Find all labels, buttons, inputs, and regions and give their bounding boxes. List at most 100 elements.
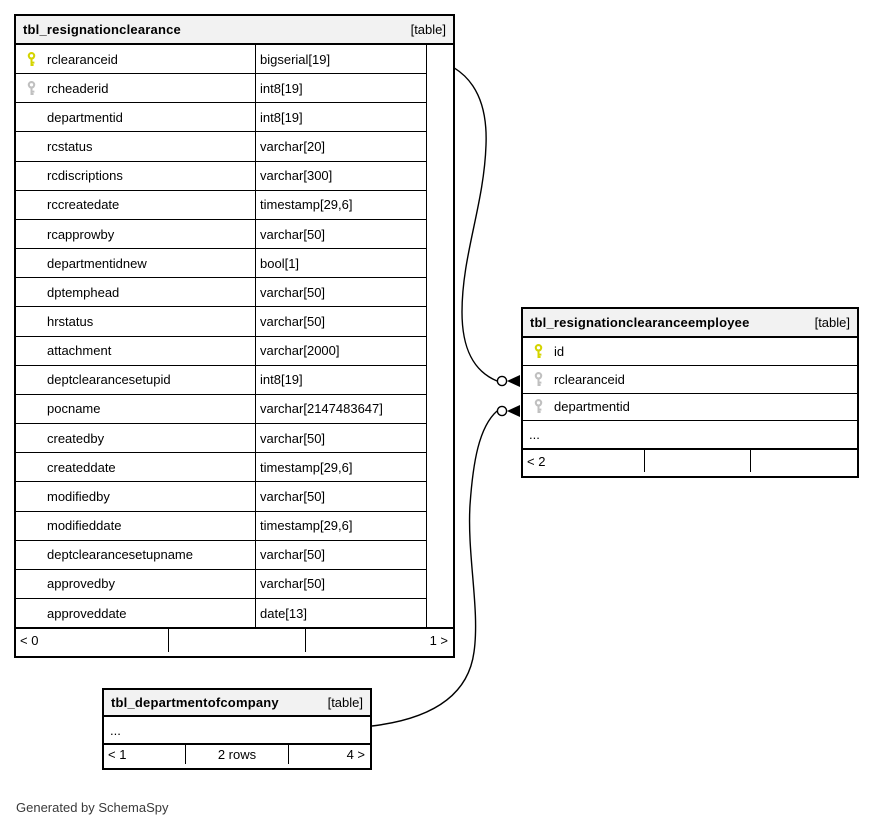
- column-name: createdby: [47, 430, 105, 446]
- column-name-cell: rclearanceid: [16, 45, 255, 73]
- table-name: tbl_departmentofcompany: [111, 695, 279, 710]
- column-name: rccreatedate: [47, 197, 120, 213]
- table-row: modifiedby varchar[50]: [16, 482, 426, 512]
- column-name: approveddate: [47, 605, 127, 621]
- edge-anchor-column: [426, 45, 453, 627]
- column-type: date[13]: [255, 598, 426, 628]
- footer-parents: < 0: [16, 629, 169, 652]
- column-name-cell: ...: [523, 421, 857, 448]
- column-name: deptclearancesetupid: [47, 372, 171, 388]
- table-row: rccreatedate timestamp[29,6]: [16, 190, 426, 220]
- column-name: rcheaderid: [47, 80, 109, 96]
- column-name-cell: rclearanceid: [523, 366, 857, 393]
- footer-rows: [169, 629, 306, 652]
- column-name-cell: departmentid: [16, 103, 255, 131]
- column-type: int8[19]: [255, 74, 426, 103]
- foreign-key-icon: [534, 371, 543, 386]
- column-type: varchar[2147483647]: [255, 394, 426, 424]
- column-name: rcapprowby: [47, 226, 115, 242]
- column-name-cell: approvedby: [16, 570, 255, 598]
- column-name-cell: rccreatedate: [16, 191, 255, 219]
- footer-rows: [645, 450, 751, 472]
- table-footer: < 1 2 rows 4 >: [104, 743, 370, 764]
- column-name-cell: rcheaderid: [16, 74, 255, 102]
- table-row: departmentid: [523, 394, 857, 422]
- column-type: varchar[50]: [255, 482, 426, 511]
- column-name: id: [554, 343, 565, 359]
- column-type: varchar[2000]: [255, 336, 426, 365]
- column-name-cell: hrstatus: [16, 307, 255, 335]
- key-slot: [26, 80, 38, 96]
- column-name-cell: createddate: [16, 453, 255, 481]
- table-row: approveddate date[13]: [16, 598, 426, 628]
- table-header: tbl_resignationclearanceemployee [table]: [523, 309, 857, 338]
- table-name: tbl_resignationclearanceemployee: [530, 315, 750, 330]
- column-name: rclearanceid: [554, 371, 625, 387]
- column-type: varchar[50]: [255, 540, 426, 569]
- key-slot: [26, 51, 38, 67]
- column-name-cell: departmentid: [523, 394, 857, 421]
- column-type: varchar[50]: [255, 219, 426, 249]
- odot-icon: [496, 405, 508, 417]
- column-name-cell: modifieddate: [16, 512, 255, 540]
- column-type: varchar[300]: [255, 161, 426, 190]
- column-name: departmentid: [47, 109, 123, 125]
- table-header: tbl_resignationclearance [table]: [16, 16, 453, 45]
- column-name-cell: rcdiscriptions: [16, 162, 255, 190]
- table-body: id rclearanceid departmentid...: [523, 338, 857, 448]
- column-type: bool[1]: [255, 249, 426, 278]
- column-type: varchar[20]: [255, 132, 426, 161]
- column-name-cell: pocname: [16, 395, 255, 423]
- table-footer: < 2: [523, 448, 857, 472]
- foreign-key-icon: [27, 80, 36, 95]
- odot-icon: [496, 375, 508, 387]
- column-name-cell: dptemphead: [16, 278, 255, 306]
- column-name: ...: [110, 722, 121, 738]
- table-footer: < 0 1 >: [16, 627, 453, 652]
- column-name: modifiedby: [47, 488, 110, 504]
- column-type: timestamp[29,6]: [255, 453, 426, 482]
- column-name: approvedby: [47, 576, 115, 592]
- generated-by-label: Generated by SchemaSpy: [16, 800, 169, 815]
- table-type-label: [table]: [327, 695, 363, 710]
- footer-parents: < 2: [523, 450, 645, 472]
- column-name: hrstatus: [47, 313, 94, 329]
- column-name-cell: createdby: [16, 424, 255, 452]
- footer-parents: < 1: [104, 745, 186, 764]
- footer-children: 1 >: [429, 633, 448, 648]
- column-name: rclearanceid: [47, 51, 118, 67]
- table-row: ...: [523, 421, 857, 448]
- column-type: int8[19]: [255, 365, 426, 394]
- table-type-label: [table]: [410, 22, 446, 37]
- column-name-cell: rcstatus: [16, 132, 255, 160]
- column-name: departmentid: [554, 399, 630, 415]
- table-type-label: [table]: [814, 315, 850, 330]
- table-row: attachment varchar[2000]: [16, 336, 426, 366]
- column-name: modifieddate: [47, 518, 122, 534]
- column-name-cell: deptclearancesetupname: [16, 541, 255, 569]
- key-slot: [533, 343, 545, 359]
- key-slot: [533, 399, 545, 414]
- column-name: attachment: [47, 343, 112, 359]
- arrowhead-icon: [507, 375, 520, 387]
- column-name: ...: [529, 427, 540, 443]
- column-type: varchar[50]: [255, 307, 426, 336]
- column-name-cell: id: [523, 338, 857, 365]
- column-name: dptemphead: [47, 284, 120, 300]
- table-tbl-departmentofcompany: tbl_departmentofcompany [table] ... < 1 …: [102, 688, 372, 770]
- column-type: timestamp[29,6]: [255, 190, 426, 219]
- footer-children: [751, 450, 857, 472]
- table-tbl-resignationclearanceemployee: tbl_resignationclearanceemployee [table]…: [521, 307, 859, 478]
